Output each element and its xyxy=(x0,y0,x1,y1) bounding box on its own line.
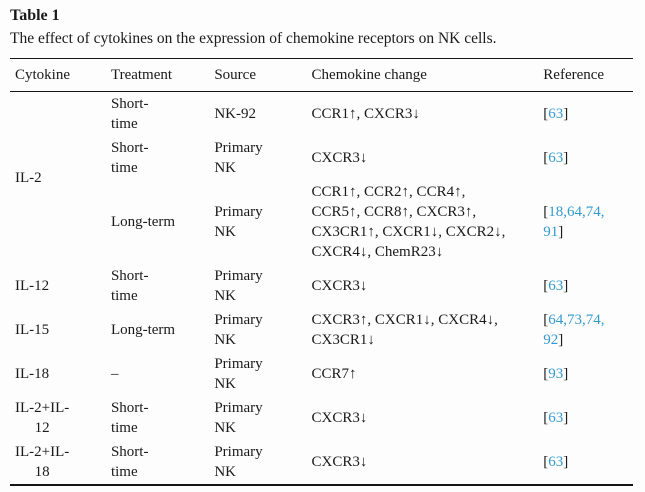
citation-bracket-open: [ xyxy=(543,366,549,382)
citation-link[interactable]: 63 xyxy=(548,106,564,122)
source-cell: Primary NK xyxy=(214,444,263,480)
citation-bracket-open: [ xyxy=(543,106,549,122)
chemokine-change-cell: CCR1↑, CCR2↑, CCR4↑, CCR5↑, CCR8↑, CXCR3… xyxy=(311,184,506,260)
table-row: IL-12 Short- time Primary NK CXCR3↓ [63] xyxy=(10,264,633,308)
chemokine-change-cell: CXCR3↓ xyxy=(311,454,368,470)
citation-link[interactable]: 63 xyxy=(548,150,564,166)
citation-bracket-close: ] xyxy=(563,278,569,294)
citation-bracket-close: ] xyxy=(563,150,569,166)
citation-bracket-open: [ xyxy=(543,150,549,166)
reference-cell: [63] xyxy=(538,92,633,137)
citation-bracket-close: ] xyxy=(558,224,564,240)
citation-bracket-close: ] xyxy=(563,106,569,122)
table-header: Cytokine Treatment Source Chemokine chan… xyxy=(10,58,633,92)
citation-link[interactable]: 93 xyxy=(548,366,564,382)
treatment-cell: Long-term xyxy=(110,214,176,230)
table-row: Short- time Primary NK CXCR3↓ [63] xyxy=(10,136,633,180)
citation-link[interactable]: 63 xyxy=(548,278,564,294)
source-cell: Primary NK xyxy=(214,140,263,176)
cytokine-cell: IL-15 xyxy=(10,308,106,352)
table-label: Table 1 xyxy=(10,7,60,24)
column-header-treatment: Treatment xyxy=(105,58,210,92)
cytokine-label: IL-2+IL- 12 xyxy=(15,400,70,436)
citation-link[interactable]: 64,73,74, 92 xyxy=(543,312,605,348)
chemokine-change-cell: CXCR3↓ xyxy=(311,410,368,426)
table-row: IL-18 – Primary NK CCR7↑ [93] xyxy=(10,352,633,396)
treatment-cell: Short- time xyxy=(110,140,149,176)
source-cell: Primary NK xyxy=(214,312,263,348)
cytokine-label: IL-18 xyxy=(15,366,50,383)
column-header-chemokine-change: Chemokine change xyxy=(306,58,539,92)
citation-link[interactable]: 63 xyxy=(548,454,564,470)
source-cell: Primary NK xyxy=(214,400,263,436)
reference-cell: [63] xyxy=(538,440,633,485)
treatment-cell: Short- time xyxy=(110,96,149,132)
citation-bracket-close: ] xyxy=(563,366,569,382)
citation-bracket-open: [ xyxy=(543,278,549,294)
cytokine-label: IL-12 xyxy=(15,278,50,295)
citation-bracket-open: [ xyxy=(543,410,549,426)
cytokine-cell: IL-2+IL- 12 xyxy=(10,396,106,440)
treatment-cell: Short- time xyxy=(110,444,149,480)
reference-cell: [18,64,74, 91] xyxy=(538,180,633,264)
chemokine-change-cell: CCR1↑, CXCR3↓ xyxy=(311,106,420,122)
table-row: Long-term Primary NK CCR1↑, CCR2↑, CCR4↑, … xyxy=(10,180,633,264)
cytokine-cell: IL-2 xyxy=(10,92,106,265)
treatment-cell: Short- time xyxy=(110,268,149,304)
column-header-cytokine: Cytokine xyxy=(10,58,106,92)
reference-cell: [63] xyxy=(538,264,633,308)
citation-link[interactable]: 63 xyxy=(548,410,564,426)
cytokine-cell: IL-18 xyxy=(10,352,106,396)
treatment-cell: – xyxy=(110,366,119,382)
header-row: Cytokine Treatment Source Chemokine chan… xyxy=(10,58,633,92)
chemokine-change-cell: CXCR3↓ xyxy=(311,278,368,294)
chemokine-change-cell: CXCR3↑, CXCR1↓, CXCR4↓, CX3CR1↓ xyxy=(311,312,498,348)
reference-cell: [63] xyxy=(538,136,633,180)
table-row: IL-2+IL- 12 Short- time Primary NK CXCR3↓ [6… xyxy=(10,396,633,440)
reference-cell: [64,73,74, 92] xyxy=(538,308,633,352)
cytokine-chemokine-table: Cytokine Treatment Source Chemokine chan… xyxy=(10,58,633,486)
column-header-source: Source xyxy=(209,58,307,92)
citation-bracket-open: [ xyxy=(543,454,549,470)
cytokine-cell: IL-12 xyxy=(10,264,106,308)
source-cell: NK-92 xyxy=(214,106,257,122)
table-row: IL-2+IL- 18 Short- time Primary NK CXCR3↓ [6… xyxy=(10,440,633,485)
cytokine-cell: IL-2+IL- 18 xyxy=(10,440,106,485)
table-row: IL-2 Short- time NK-92 CCR1↑, CXCR3↓ [63] xyxy=(10,92,633,186)
reference-cell: [93] xyxy=(538,352,633,396)
cytokine-label: IL-2 xyxy=(15,170,42,187)
citation-link[interactable]: 18,64,74, 91 xyxy=(543,204,605,240)
table-row: IL-15 Long-term Primary NK CXCR3↑, CXCR1↓, … xyxy=(10,308,633,352)
chemokine-change-cell: CCR7↑ xyxy=(311,366,357,382)
chemokine-change-cell: CXCR3↓ xyxy=(311,150,368,166)
column-header-reference: Reference xyxy=(538,58,633,92)
treatment-cell: Short- time xyxy=(110,400,149,436)
citation-bracket-open: [ xyxy=(543,204,549,220)
source-cell: Primary NK xyxy=(214,204,263,240)
citation-bracket-open: [ xyxy=(543,312,549,328)
cytokine-label: IL-2+IL- 18 xyxy=(15,444,70,480)
source-cell: Primary NK xyxy=(214,268,263,304)
reference-cell: [63] xyxy=(538,396,633,440)
citation-bracket-close: ] xyxy=(563,454,569,470)
table-caption: The effect of cytokines on the expressio… xyxy=(10,30,497,47)
treatment-cell: Long-term xyxy=(110,322,176,338)
citation-bracket-close: ] xyxy=(558,332,564,348)
citation-bracket-close: ] xyxy=(563,410,569,426)
source-cell: Primary NK xyxy=(214,356,263,392)
cytokine-label: IL-15 xyxy=(15,322,50,339)
